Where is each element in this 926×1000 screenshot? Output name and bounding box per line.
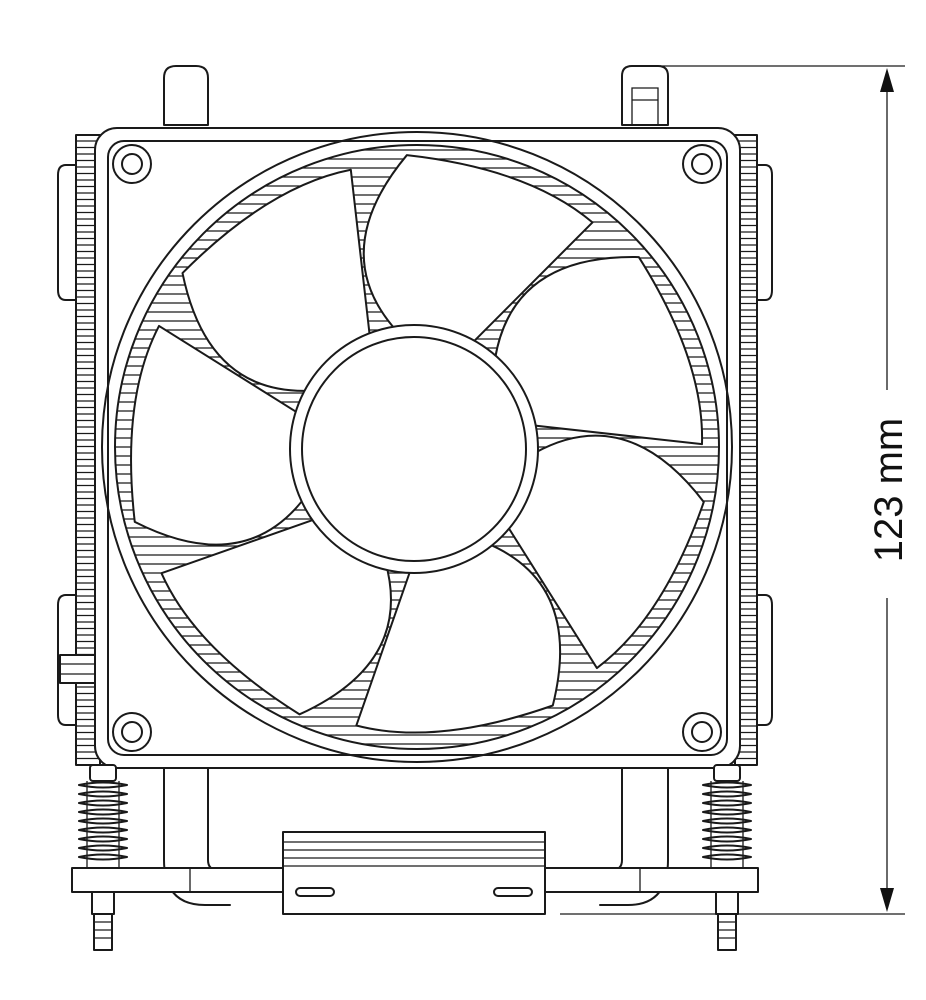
dimension-line: 123 mm — [560, 65, 911, 915]
dimension-arrow-top — [880, 68, 894, 92]
fan-blades — [130, 154, 705, 734]
mount-screw-right — [713, 764, 741, 951]
mount-spring-left — [78, 781, 128, 868]
fan-hub — [289, 324, 539, 574]
cold-plate — [282, 831, 546, 915]
mount-hole-top-left — [112, 144, 152, 184]
mount-hole-top-right — [682, 144, 722, 184]
mount-screw-left — [89, 764, 117, 951]
heatpipe-top-right — [621, 65, 669, 126]
heatpipe-top-left — [163, 65, 209, 126]
mount-hole-bottom-right — [682, 712, 722, 752]
dimension-arrow-bottom — [880, 888, 894, 912]
dimension-label: 123 mm — [867, 418, 911, 563]
fan-clip-right — [756, 164, 773, 726]
fan-clip-left — [57, 164, 77, 726]
mount-hole-bottom-left — [112, 712, 152, 752]
mount-spring-right — [702, 781, 752, 868]
